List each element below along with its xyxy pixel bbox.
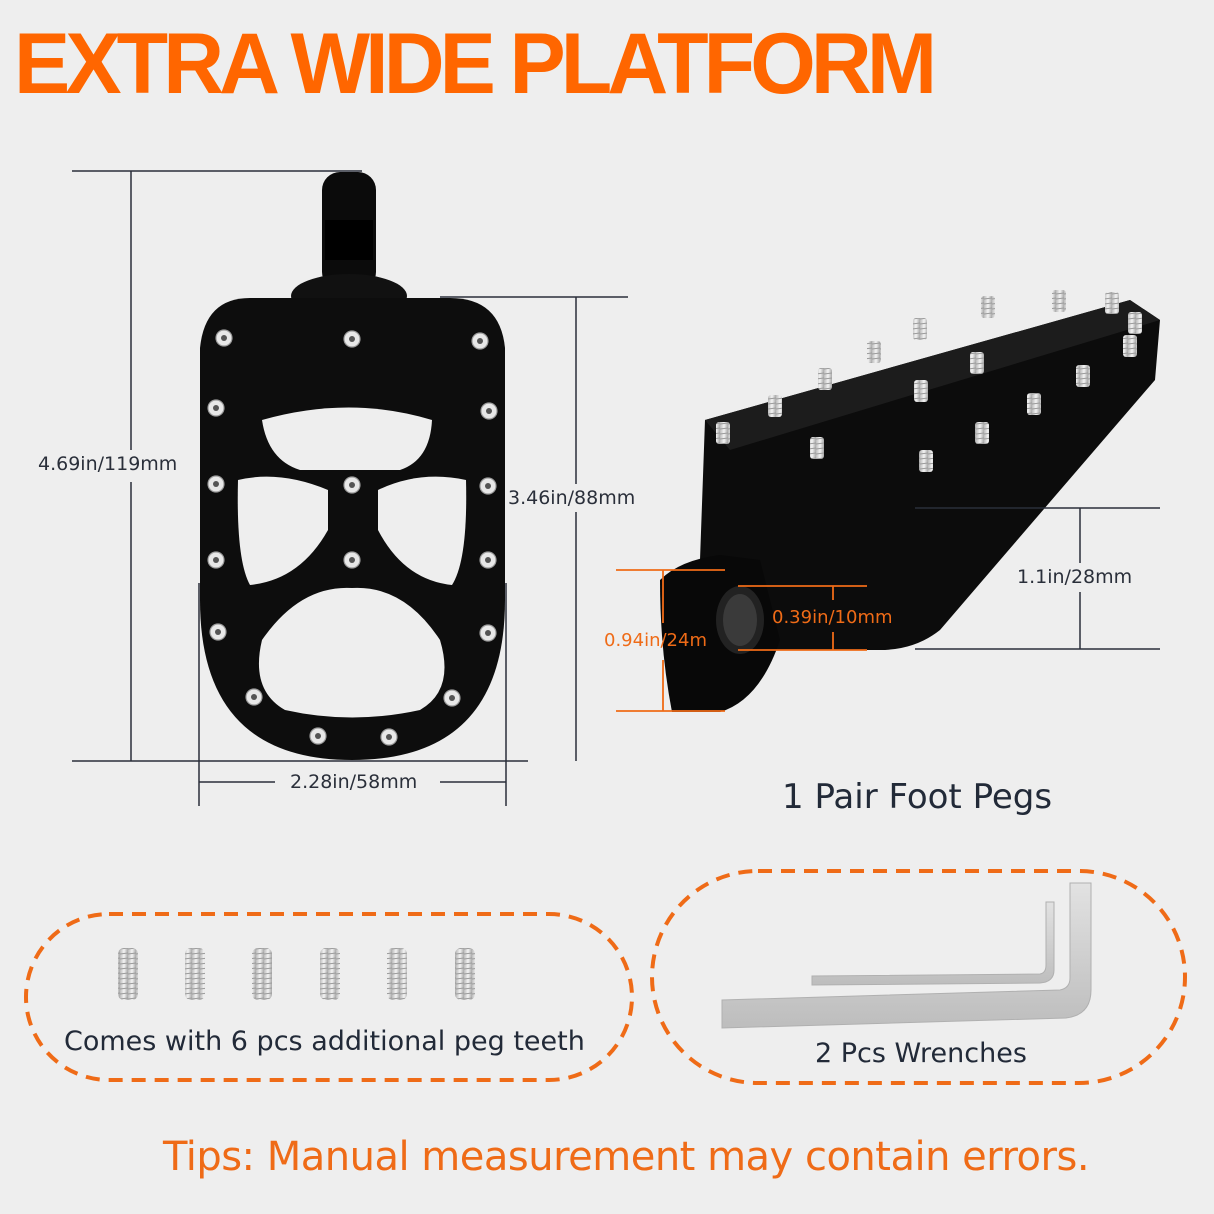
page-title: EXTRA WIDE PLATFORM: [14, 16, 937, 112]
dimension-platform-width: 2.28in/58mm: [288, 771, 420, 793]
wrenches-caption: 2 Pcs Wrenches: [815, 1038, 1027, 1069]
dimension-lines-left: [72, 170, 628, 806]
dimension-lines-right: [915, 507, 1160, 650]
wrench-set: [721, 882, 1092, 1029]
foot-peg-top-view: [200, 172, 505, 760]
dimension-platform-length: 3.46in/88mm: [506, 487, 638, 509]
measurement-tip: Tips: Manual measurement may contain err…: [163, 1134, 1090, 1180]
foot-peg-side-view: [660, 290, 1160, 712]
peg-teeth-box-border: [24, 912, 634, 1082]
product-caption: 1 Pair Foot Pegs: [782, 777, 1053, 817]
dimension-overall-length: 4.69in/119mm: [36, 453, 180, 475]
dimension-mount-height: 0.94in/24m: [604, 630, 707, 651]
wrenches-box-border: [650, 869, 1187, 1085]
peg-teeth-set: [118, 948, 475, 1000]
dimension-mount-hole: 0.39in/10mm: [772, 607, 893, 628]
dimension-lines-orange: [616, 569, 867, 712]
peg-teeth-caption: Comes with 6 pcs additional peg teeth: [64, 1026, 585, 1057]
dimension-height: 1.1in/28mm: [1015, 566, 1135, 588]
